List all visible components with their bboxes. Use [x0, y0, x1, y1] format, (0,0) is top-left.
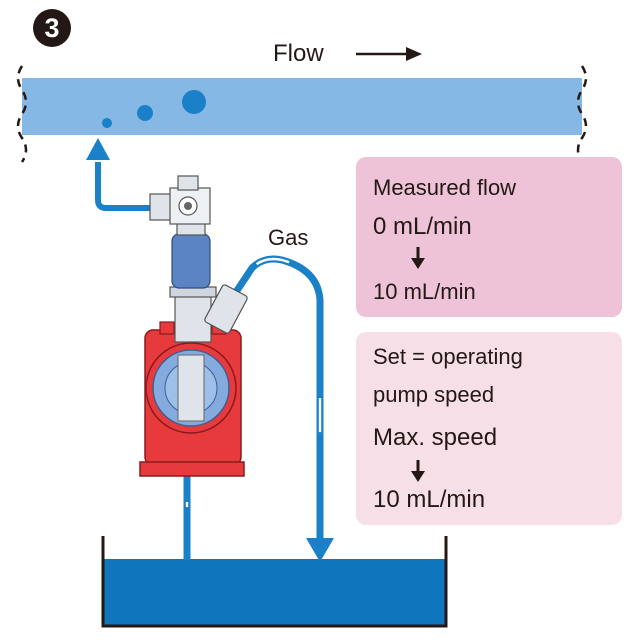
tank [101, 536, 448, 628]
flow-sensor [171, 220, 211, 289]
gas-return-line [219, 255, 334, 562]
set-title-line1: Set = operating [373, 344, 523, 369]
down-arrow-icon [411, 247, 425, 269]
discharge-line [86, 138, 162, 211]
flow-arrow-icon [356, 47, 422, 61]
set-speed-box: Set = operating pump speed Max. speed 10… [356, 332, 622, 525]
measured-flow-to: 10 mL/min [373, 279, 476, 304]
pump-body [139, 321, 245, 477]
bubble-small [102, 118, 112, 128]
set-to-value: 10 mL/min [373, 486, 486, 513]
set-from-value: Max. speed [373, 424, 498, 451]
pump-valve-head [169, 284, 248, 343]
flow-label: Flow [273, 40, 324, 67]
pipe-break-right [576, 65, 588, 163]
pipe-break-left [16, 65, 28, 163]
measured-flow-box: Measured flow 0 mL/min 10 mL/min [356, 157, 622, 317]
bubble-medium [137, 105, 153, 121]
step-number-badge: 3 [33, 9, 71, 47]
top-valve [149, 175, 211, 225]
measured-flow-title: Measured flow [373, 175, 517, 200]
main-pipe [22, 78, 582, 135]
set-title-line2: pump speed [373, 382, 495, 407]
down-arrow-icon [411, 460, 425, 482]
gas-label: Gas [268, 225, 309, 250]
measured-flow-from: 0 mL/min [373, 213, 472, 240]
bubble-large [182, 90, 206, 114]
